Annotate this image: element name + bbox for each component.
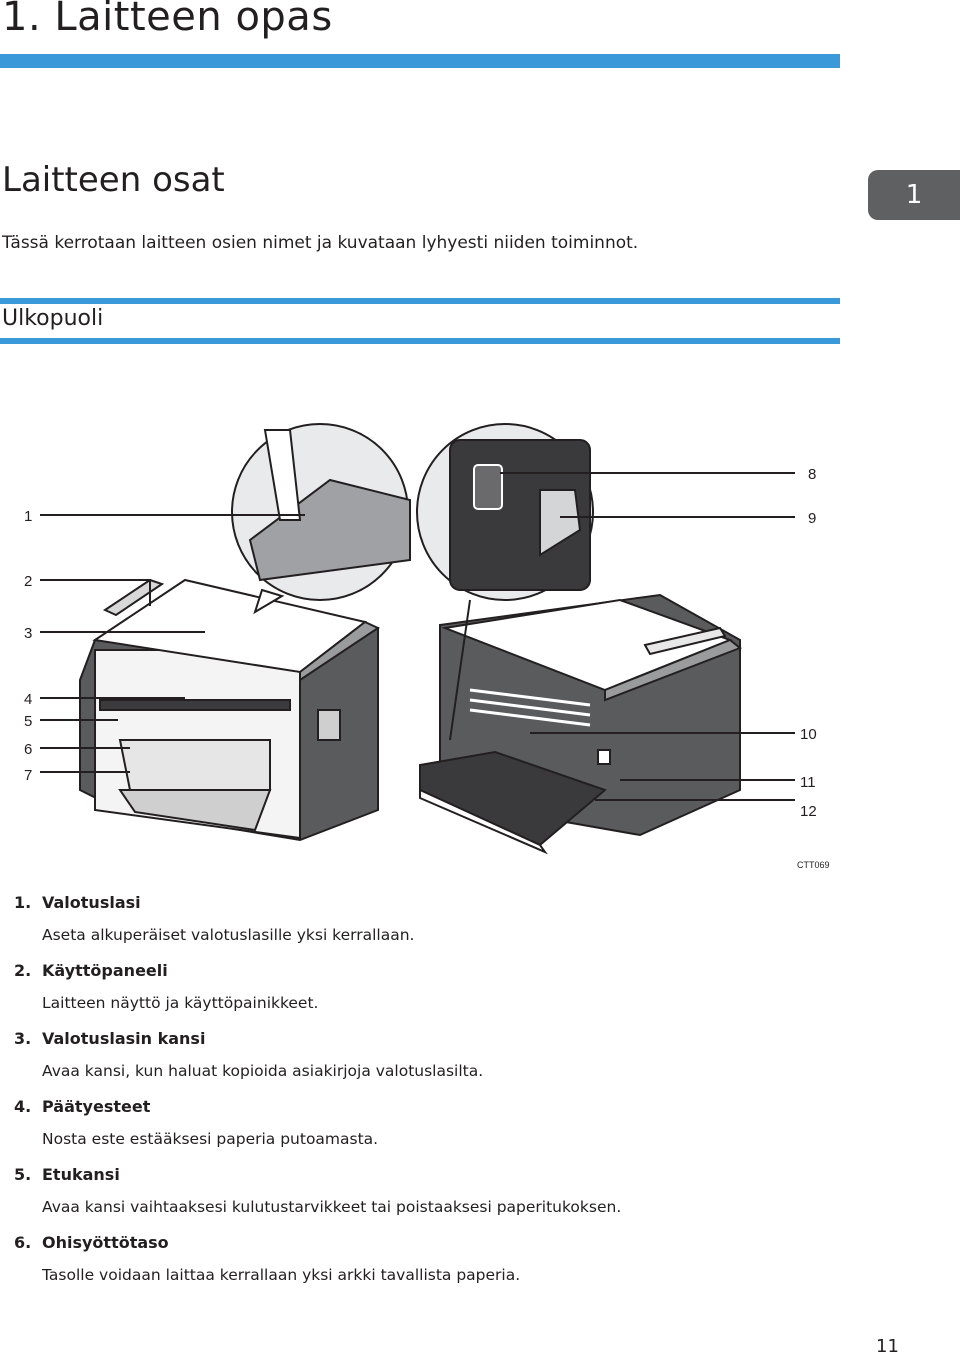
item-description: Avaa kansi, kun haluat kopioida asiakirj… bbox=[42, 1062, 484, 1080]
zoom-circle-power bbox=[416, 423, 594, 741]
list-item: 1. Valotuslasi Aseta alkuperäiset valotus… bbox=[14, 890, 834, 958]
item-number: 5. bbox=[14, 1165, 32, 1184]
callout-10: 10 bbox=[800, 726, 817, 743]
chapter-tab: 1 bbox=[868, 170, 960, 220]
item-description: Nosta este estääksesi paperia putoamasta… bbox=[42, 1130, 379, 1148]
callout-3: 3 bbox=[24, 625, 32, 642]
item-number: 6. bbox=[14, 1233, 32, 1252]
list-item: 5. Etukansi Avaa kansi vaihtaaksesi kulut… bbox=[14, 1162, 834, 1230]
page-number: 11 bbox=[876, 1336, 899, 1357]
chapter-tab-number: 1 bbox=[905, 180, 923, 210]
item-name: Etukansi bbox=[42, 1165, 120, 1184]
item-name: Päätyesteet bbox=[42, 1097, 151, 1116]
chapter-title: 1. Laitteen opas bbox=[2, 0, 333, 40]
item-number: 3. bbox=[14, 1029, 32, 1048]
item-name: Valotuslasin kansi bbox=[42, 1029, 206, 1048]
list-item: 6. Ohisyöttötaso Tasolle voidaan laittaa … bbox=[14, 1230, 834, 1298]
printer-exterior-illustration: 1 2 3 4 5 6 7 8 9 10 11 12 CTT069 bbox=[24, 423, 830, 870]
callout-lines bbox=[40, 472, 795, 801]
callout-4: 4 bbox=[24, 691, 32, 708]
item-number: 1. bbox=[14, 893, 32, 912]
list-item: 3. Valotuslasin kansi Avaa kansi, kun hal… bbox=[14, 1026, 834, 1094]
item-name: Valotuslasi bbox=[42, 893, 141, 912]
callout-numbers: 1 2 3 4 5 6 7 8 9 10 11 12 CTT069 bbox=[24, 466, 830, 870]
callout-9: 9 bbox=[808, 510, 816, 527]
list-item: 4. Päätyesteet Nosta este estääksesi pape… bbox=[14, 1094, 834, 1162]
section-title: Laitteen osat bbox=[2, 160, 225, 200]
rear-printer-drawing bbox=[419, 593, 742, 855]
item-number: 4. bbox=[14, 1097, 32, 1116]
callout-1: 1 bbox=[24, 508, 32, 525]
item-name: Ohisyöttötaso bbox=[42, 1233, 169, 1252]
callout-11: 11 bbox=[800, 774, 816, 791]
callout-5: 5 bbox=[24, 713, 32, 730]
subsection-title: Ulkopuoli bbox=[2, 306, 104, 331]
list-item: 2. Käyttöpaneeli Laitteen näyttö ja käytt… bbox=[14, 958, 834, 1026]
callout-12: 12 bbox=[800, 803, 817, 820]
chapter-title-bar bbox=[0, 54, 840, 68]
callout-6: 6 bbox=[24, 741, 32, 758]
front-printer-drawing bbox=[79, 578, 381, 842]
intro-text: Tässä kerrotaan laitteen osien nimet ja … bbox=[2, 233, 639, 253]
item-description: Avaa kansi vaihtaaksesi kulutustarvikkee… bbox=[42, 1198, 622, 1216]
callout-7: 7 bbox=[24, 767, 32, 784]
figure-code: CTT069 bbox=[797, 860, 830, 870]
callout-8: 8 bbox=[808, 466, 816, 483]
callout-2: 2 bbox=[24, 573, 32, 590]
item-description: Tasolle voidaan laittaa kerrallaan yksi … bbox=[42, 1266, 521, 1284]
zoom-circle-glass bbox=[231, 423, 411, 615]
parts-list: 1. Valotuslasi Aseta alkuperäiset valotus… bbox=[14, 890, 834, 1298]
item-number: 2. bbox=[14, 961, 32, 980]
subsection-rule-top bbox=[0, 298, 840, 304]
item-description: Aseta alkuperäiset valotuslasille yksi k… bbox=[42, 926, 415, 944]
item-name: Käyttöpaneeli bbox=[42, 961, 168, 980]
item-description: Laitteen näyttö ja käyttöpainikkeet. bbox=[42, 994, 319, 1012]
subsection-rule-bottom bbox=[0, 338, 840, 344]
